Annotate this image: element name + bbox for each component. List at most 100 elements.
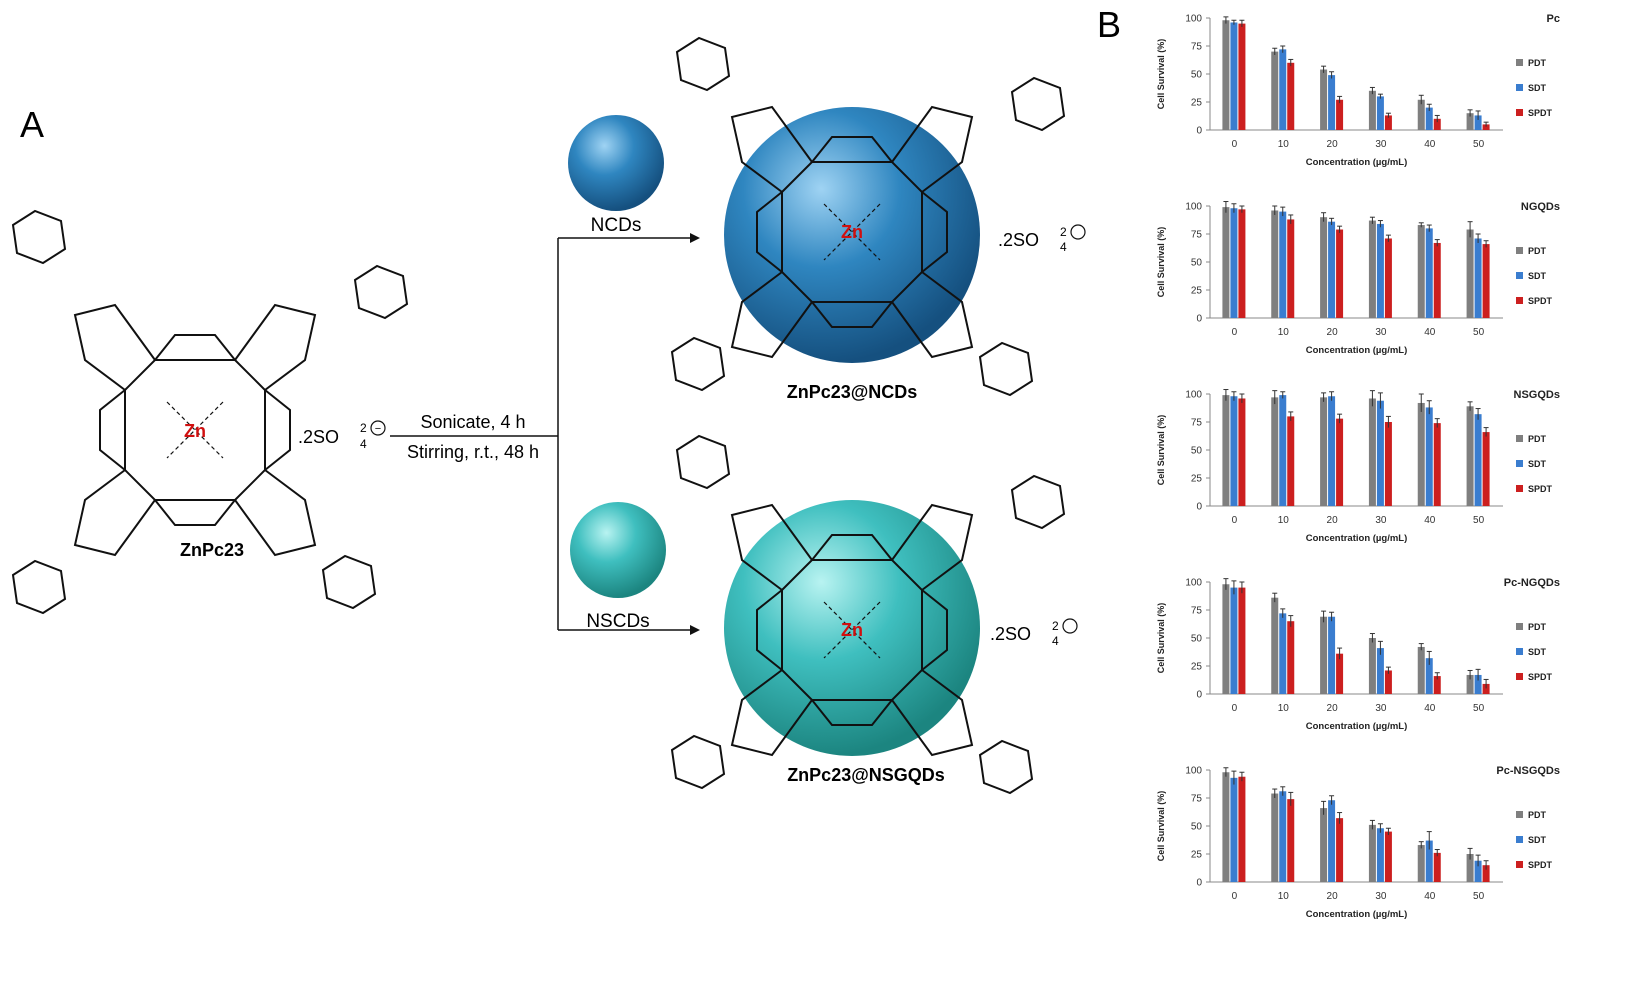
x-tick-label: 30 bbox=[1375, 703, 1387, 714]
conditions-top: Sonicate, 4 h bbox=[420, 412, 525, 432]
bar-pdt bbox=[1368, 638, 1376, 694]
bar-spdt bbox=[1433, 242, 1441, 318]
reagent-label: ZnPc23 bbox=[180, 540, 244, 560]
bar-spdt bbox=[1384, 115, 1392, 130]
y-tick-label: 50 bbox=[1191, 634, 1203, 645]
bar-sdt bbox=[1328, 75, 1336, 130]
bar-pdt bbox=[1271, 51, 1279, 130]
x-tick-label: 20 bbox=[1327, 515, 1339, 526]
y-tick-label: 0 bbox=[1196, 878, 1202, 889]
legend-swatch-spdt bbox=[1516, 861, 1523, 868]
y-tick-label: 50 bbox=[1191, 446, 1203, 457]
legend-label-pdt: PDT bbox=[1528, 622, 1547, 632]
bar-pdt bbox=[1466, 113, 1474, 130]
bar-sdt bbox=[1376, 400, 1384, 506]
bar-pdt bbox=[1466, 229, 1474, 318]
y-tick-label: 25 bbox=[1191, 850, 1203, 861]
bar-pdt bbox=[1271, 210, 1279, 318]
bar-pdt bbox=[1222, 772, 1230, 882]
y-tick-label: 100 bbox=[1185, 14, 1202, 25]
nscd-sphere bbox=[570, 502, 666, 598]
bar-spdt bbox=[1384, 238, 1392, 318]
x-tick-label: 20 bbox=[1327, 139, 1339, 150]
y-tick-label: 100 bbox=[1185, 766, 1202, 777]
x-tick-label: 10 bbox=[1278, 327, 1290, 338]
bar-spdt bbox=[1287, 219, 1295, 318]
y-tick-label: 50 bbox=[1191, 822, 1203, 833]
bar-spdt bbox=[1384, 670, 1392, 694]
ncd-label: NCDs bbox=[591, 215, 642, 236]
bar-spdt bbox=[1336, 229, 1344, 318]
x-tick-label: 0 bbox=[1232, 703, 1238, 714]
x-tick-label: 0 bbox=[1232, 515, 1238, 526]
bar-pdt bbox=[1417, 225, 1425, 318]
counterion-ncds-sup: 2 bbox=[1060, 225, 1067, 239]
legend-swatch-spdt bbox=[1516, 485, 1523, 492]
x-tick-label: 20 bbox=[1327, 703, 1339, 714]
bar-spdt bbox=[1238, 209, 1246, 318]
legend-swatch-sdt bbox=[1516, 836, 1523, 843]
bar-sdt bbox=[1474, 238, 1482, 318]
bar-pdt bbox=[1320, 69, 1328, 130]
x-axis-label: Concentration (µg/mL) bbox=[1306, 157, 1408, 168]
zn-label-nsgqds: Zn bbox=[841, 620, 863, 640]
bar-pdt bbox=[1320, 808, 1328, 882]
bar-pdt bbox=[1222, 207, 1230, 318]
bar-spdt bbox=[1336, 418, 1344, 506]
bar-pdt bbox=[1320, 397, 1328, 506]
legend-label-sdt: SDT bbox=[1528, 835, 1547, 845]
reaction-scheme: Zn ZnPc23 .2SO 4 2 − Sonicate, 4 h Stirr… bbox=[12, 37, 1086, 794]
bar-sdt bbox=[1425, 107, 1433, 130]
y-tick-label: 100 bbox=[1185, 202, 1202, 213]
bar-spdt bbox=[1336, 99, 1344, 130]
bar-pdt bbox=[1368, 90, 1376, 130]
bar-spdt bbox=[1433, 423, 1441, 506]
bar-pdt bbox=[1466, 674, 1474, 694]
bar-sdt bbox=[1376, 96, 1384, 130]
legend-label-pdt: PDT bbox=[1528, 246, 1547, 256]
y-tick-label: 25 bbox=[1191, 98, 1203, 109]
chart-title: NGQDs bbox=[1521, 201, 1560, 213]
x-tick-label: 40 bbox=[1424, 139, 1436, 150]
nscd-product-sphere bbox=[724, 500, 980, 756]
chart-title: NSGQDs bbox=[1514, 389, 1560, 401]
bar-sdt bbox=[1474, 860, 1482, 882]
x-tick-label: 0 bbox=[1232, 327, 1238, 338]
bar-spdt bbox=[1238, 587, 1246, 694]
bar-pdt bbox=[1466, 854, 1474, 882]
zn-label-free: Zn bbox=[184, 421, 206, 441]
bar-sdt bbox=[1474, 414, 1482, 506]
legend-label-sdt: SDT bbox=[1528, 83, 1547, 93]
y-tick-label: 0 bbox=[1196, 314, 1202, 325]
panel-a-letter: A bbox=[20, 104, 45, 145]
counterion-ncds: .2SO bbox=[998, 230, 1039, 250]
y-tick-label: 50 bbox=[1191, 70, 1203, 81]
bar-spdt bbox=[1238, 776, 1246, 882]
x-tick-label: 40 bbox=[1424, 703, 1436, 714]
y-tick-label: 100 bbox=[1185, 390, 1202, 401]
bar-pdt bbox=[1417, 99, 1425, 130]
legend-label-sdt: SDT bbox=[1528, 647, 1547, 657]
bar-spdt bbox=[1433, 676, 1441, 694]
legend-swatch-sdt bbox=[1516, 460, 1523, 467]
bar-sdt bbox=[1279, 49, 1287, 130]
x-tick-label: 10 bbox=[1278, 891, 1290, 902]
ncd-sphere bbox=[568, 115, 664, 211]
bar-spdt bbox=[1482, 683, 1490, 694]
legend-label-spdt: SPDT bbox=[1528, 672, 1553, 682]
conditions-bottom: Stirring, r.t., 48 h bbox=[407, 442, 539, 462]
counterion-free-sub: 4 bbox=[360, 437, 367, 451]
bar-pdt bbox=[1222, 584, 1230, 694]
bar-spdt bbox=[1238, 23, 1246, 131]
y-tick-label: 0 bbox=[1196, 690, 1202, 701]
y-tick-label: 100 bbox=[1185, 578, 1202, 589]
bar-spdt bbox=[1287, 799, 1295, 882]
y-tick-label: 75 bbox=[1191, 230, 1203, 241]
chart-title: Pc-NGQDs bbox=[1504, 577, 1560, 589]
legend-label-spdt: SPDT bbox=[1528, 484, 1553, 494]
bar-spdt bbox=[1482, 432, 1490, 506]
x-tick-label: 10 bbox=[1278, 703, 1290, 714]
